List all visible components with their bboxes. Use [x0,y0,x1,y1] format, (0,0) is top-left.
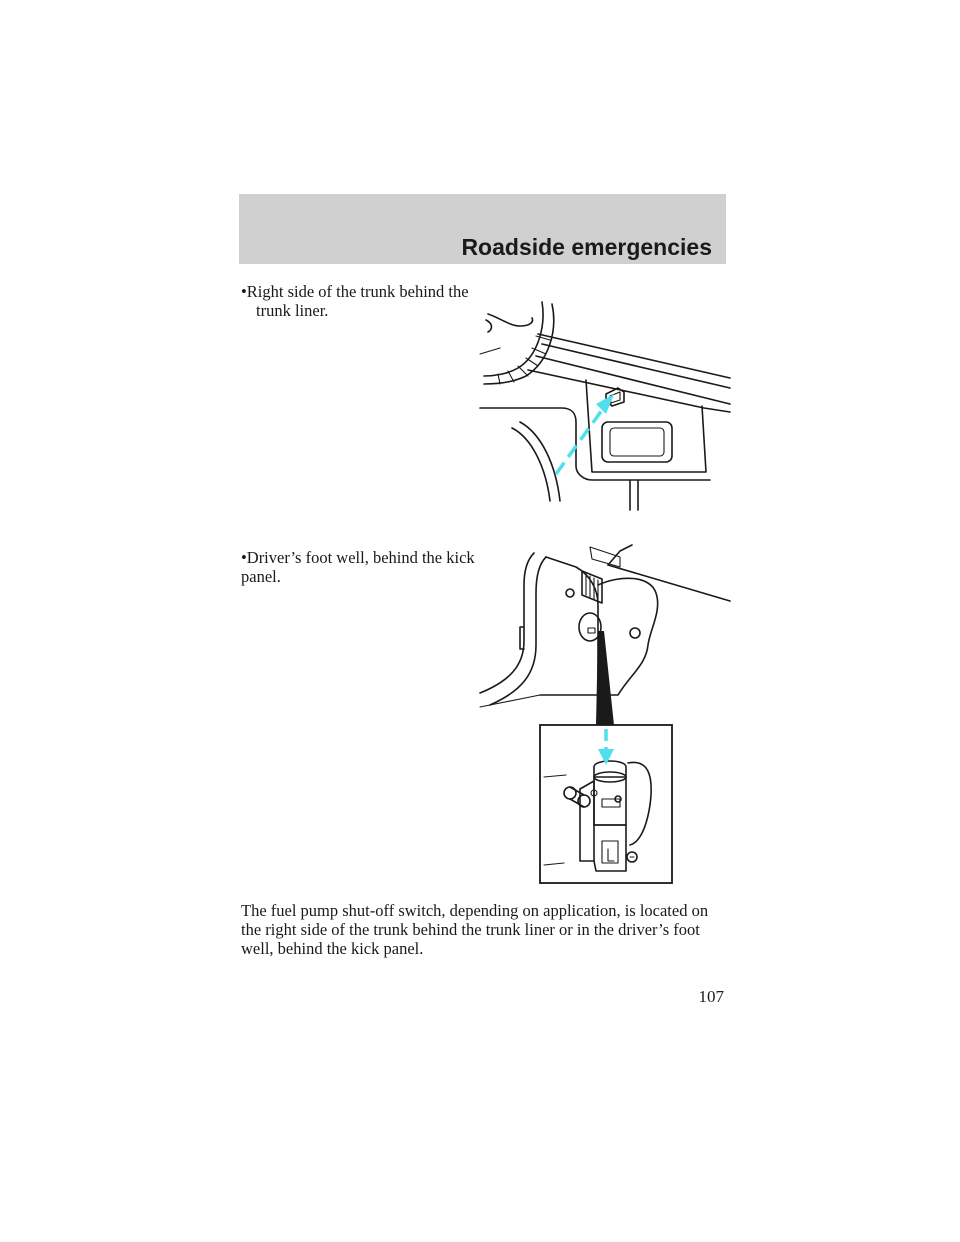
trunk-illustration [479,301,731,511]
location-description: The fuel pump shut-off switch, depending… [241,901,709,958]
bullet-trunk-location: •Right side of the trunk behind the trun… [241,282,481,320]
section-title: Roadside emergencies [461,234,712,260]
bullet-trunk-text: •Right side of the trunk behind the trun… [241,282,469,320]
section-header-band: Roadside emergencies [239,194,726,264]
page-number: 107 [698,987,725,1006]
kick-panel-illustration [479,544,731,884]
bullet-footwell-location: •Driver’s foot well, behind the kick pan… [241,548,475,586]
